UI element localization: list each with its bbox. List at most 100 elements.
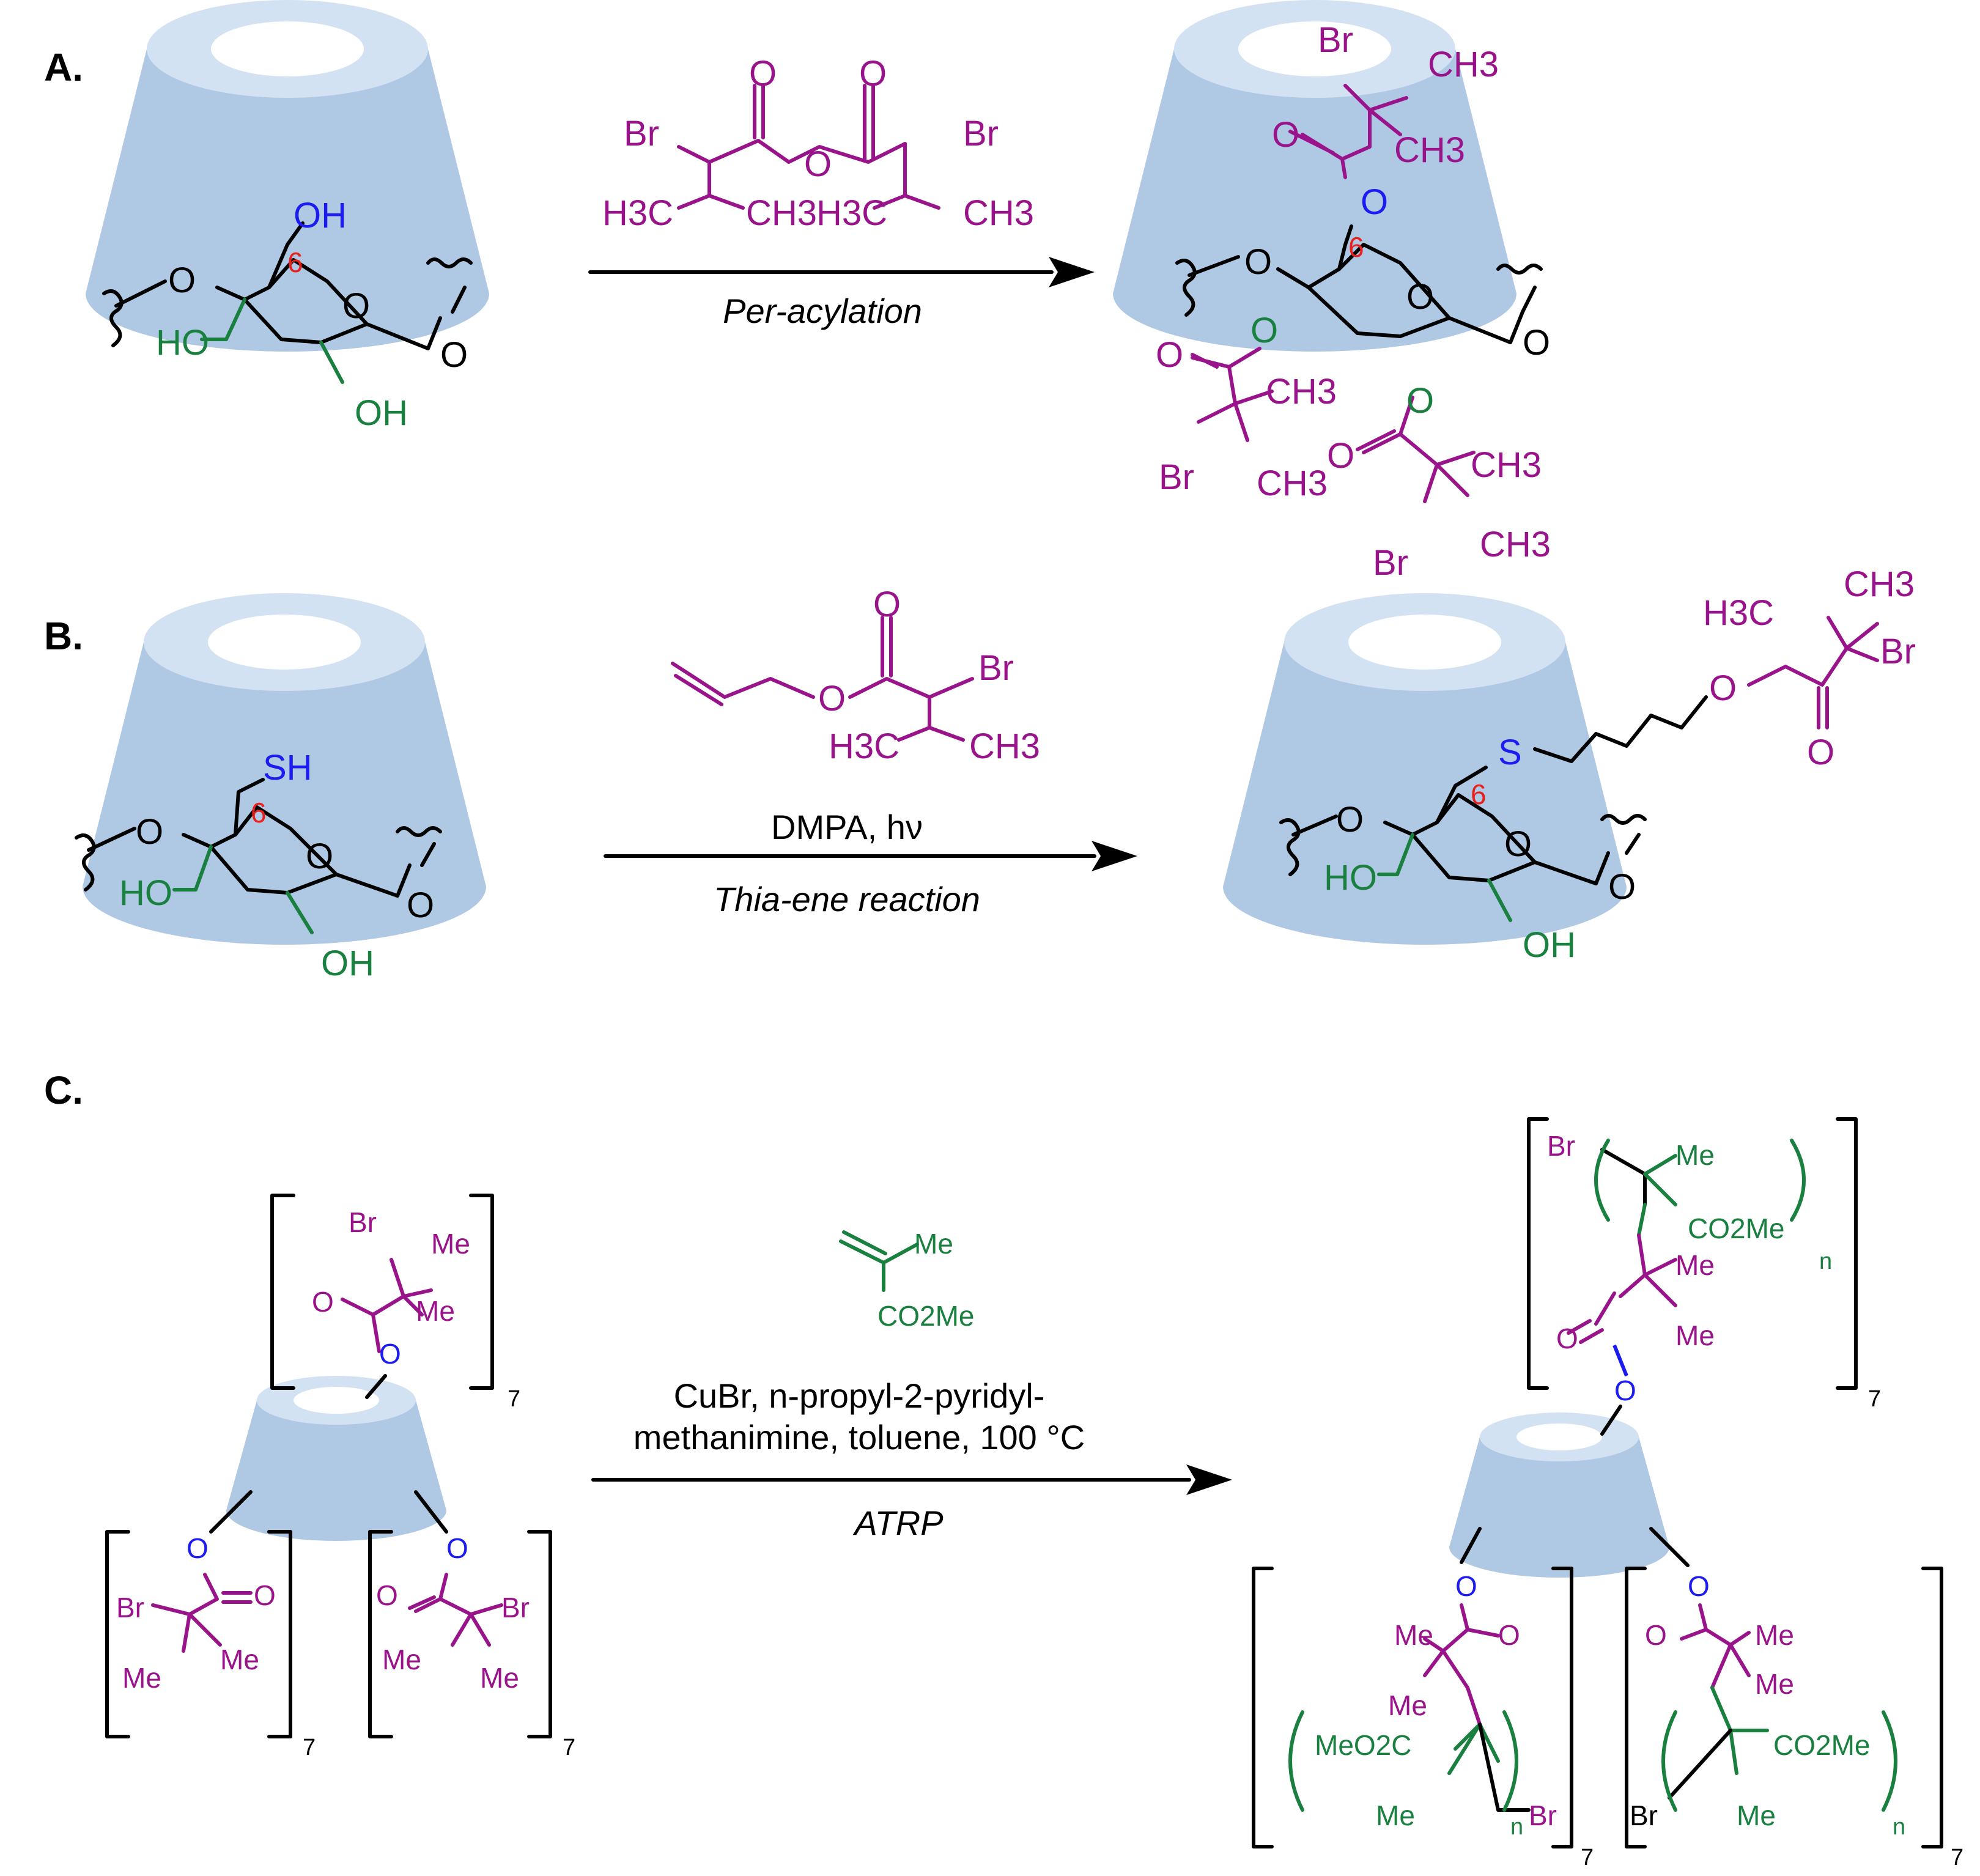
panel-c-initiator-o-top: O [379, 1338, 401, 1370]
panel-a-product-br-c3: Br [1159, 457, 1194, 497]
panel-c-product-me-top-c: Me [1675, 1320, 1715, 1351]
panel-a-reagent-o-left: O [749, 54, 777, 94]
panel-b-product-ho3: HO [1324, 858, 1377, 898]
panel-c-initiator-me-top-b: Me [416, 1295, 455, 1327]
panel-c-product-o-left: O [1455, 1570, 1477, 1602]
panel-b: B. SH 6 O O O HO OH O O Br H3C [44, 564, 1916, 983]
panel-c-product-me-left-c: Me [1376, 1800, 1415, 1831]
panel-c-initiator-arms [105, 1194, 552, 1738]
panel-a-product-ch3-c6a: CH3 [1428, 45, 1499, 84]
panel-c-initiator-me-left-b: Me [220, 1644, 259, 1675]
panel-c-initiator-o-right: O [446, 1532, 468, 1564]
panel-b-product-o-carbonyl: O [1807, 733, 1834, 772]
panel-a-label: A. [44, 45, 83, 89]
panel-a-product-o-link-right: O [1523, 323, 1550, 363]
panel-c-product-me-top-a: Me [1675, 1139, 1715, 1171]
panel-c-initiator-count-right: 7 [563, 1735, 575, 1760]
panel-c-initiator-me-top-a: Me [431, 1228, 470, 1260]
panel-a-product-ch3-c2b: CH3 [1480, 525, 1551, 564]
panel-c-monomer-bonds [839, 1230, 919, 1292]
panel-c-product-co2me-top: CO2Me [1688, 1213, 1784, 1244]
panel-b-start-o-ring: O [306, 836, 333, 876]
panel-a-start-glucose [102, 221, 473, 384]
panel-c: C. Br Me Me O O 7 O O Br Me Me 7 O O Br … [44, 1068, 1963, 1870]
panel-c-monomer-co2me: CO2Me [877, 1300, 974, 1332]
panel-a-product-ch3-c3b: CH3 [1257, 463, 1328, 503]
panel-b-product-h3c: H3C [1703, 593, 1774, 633]
panel-a-start-ho3: HO [156, 323, 209, 363]
panel-c-product-br-top: Br [1547, 1130, 1575, 1162]
panel-b-reagent-br: Br [978, 648, 1014, 688]
panel-b-product-o-ester: O [1709, 668, 1737, 708]
panel-b-product-cone [1223, 593, 1627, 945]
panel-c-product-br-right: Br [1630, 1800, 1658, 1831]
panel-b-start-o-link-left: O [136, 812, 163, 852]
panel-c-product-me-right-c: Me [1737, 1800, 1776, 1831]
panel-a-product-o-carbonyl-c6: O [1272, 115, 1299, 155]
panel-a-start-oh6: OH [294, 196, 347, 235]
panel-c-product-me-top-b: Me [1675, 1249, 1715, 1281]
panel-b-reagent-o-ester: O [818, 679, 846, 718]
panel-c-product-o-right: O [1688, 1570, 1710, 1602]
panel-b-product-o-link-left: O [1336, 800, 1364, 840]
panel-b-reaction-arrow [604, 841, 1137, 871]
panel-b-start-sh: SH [263, 748, 312, 788]
panel-c-product-n-left: n [1510, 1814, 1523, 1840]
panel-a-product-c6-number: 6 [1348, 231, 1364, 263]
panel-a-conditions: Per-acylation [723, 292, 922, 330]
panel-c-initiator-o-carbonyl-left: O [254, 1579, 276, 1611]
panel-b-product-oh2: OH [1523, 925, 1576, 965]
panel-b-conditions: Thia-ene reaction [714, 880, 980, 918]
panel-c-product-meo2c-left: MeO2C [1315, 1729, 1411, 1761]
panel-a-product-o3: O [1250, 311, 1278, 350]
panel-b-start-c6-number: 6 [251, 797, 267, 829]
panel-a-reagent-h3c-left: H3C [602, 193, 673, 233]
panel-c-product-co2me-right: CO2Me [1773, 1729, 1870, 1761]
panel-b-reagent-ch3: CH3 [969, 726, 1040, 766]
panel-b-start-oh2: OH [321, 944, 374, 983]
panel-a-product-o-carbonyl-c2: O [1327, 436, 1354, 476]
panel-c-product-count-top: 7 [1868, 1386, 1881, 1412]
panel-c-initiator-me-right-a: Me [382, 1644, 421, 1675]
panel-c-initiator-me-left-a: Me [122, 1662, 161, 1694]
panel-c-reaction-arrow [591, 1464, 1232, 1495]
panel-c-initiator-count-left: 7 [303, 1735, 316, 1760]
panel-b-reagent-bonds [671, 616, 974, 742]
panel-a: A. O O O OH 6 HO OH Br O O O [44, 0, 1551, 583]
panel-b-start-glucose [75, 778, 442, 934]
panel-c-product-me-right-a: Me [1755, 1619, 1794, 1651]
panel-a-reagent-br-right: Br [963, 114, 999, 153]
panel-c-product-cone [1449, 1413, 1669, 1578]
panel-c-product-count-left: 7 [1581, 1845, 1594, 1870]
panel-c-initiator-o-carbonyl-top: O [312, 1286, 334, 1318]
panel-a-product-o6: O [1361, 182, 1388, 222]
panel-c-initiator-o-carbonyl-right: O [376, 1579, 398, 1611]
panel-c-product-me-left-a: Me [1394, 1619, 1433, 1651]
panel-c-conditions-line2: methanimine, toluene, 100 °C [634, 1418, 1085, 1457]
panel-b-product-o-link-right: O [1608, 867, 1636, 907]
panel-a-reagent-ch3-right: CH3 [963, 193, 1034, 233]
panel-a-product-ch3-c6b: CH3 [1394, 130, 1465, 170]
panel-b-conditions-top: DMPA, hν [771, 808, 923, 846]
panel-a-reagent-o-bridge: O [804, 144, 832, 184]
panel-b-product-br: Br [1880, 632, 1916, 671]
panel-a-reagent-br-left: Br [624, 114, 659, 153]
panel-c-product-me-right-b: Me [1755, 1668, 1794, 1700]
panel-a-reagent-bonds [677, 84, 940, 210]
panel-a-product-ch3-c3a: CH3 [1266, 372, 1337, 412]
panel-c-product-arms [1252, 1117, 1943, 1848]
panel-c-product-o-carbonyl-left: O [1498, 1619, 1520, 1651]
panel-b-product-glucose [1279, 616, 1879, 922]
panel-c-monomer-me: Me [914, 1228, 953, 1260]
panel-b-start-o-link-right: O [407, 885, 434, 925]
panel-c-product-n-top: n [1819, 1249, 1832, 1274]
panel-b-reagent-h3c: H3C [829, 726, 899, 766]
panel-a-start-o-link-right: O [440, 335, 468, 375]
panel-c-initiator-br-right: Br [501, 1592, 530, 1623]
panel-c-conditions: ATRP [852, 1504, 943, 1542]
panel-b-product-c6-number: 6 [1471, 778, 1487, 810]
panel-c-initiator-o-left: O [187, 1532, 209, 1564]
panel-a-reagent-h3c-right: H3C [816, 193, 887, 233]
panel-c-label: C. [44, 1068, 83, 1112]
